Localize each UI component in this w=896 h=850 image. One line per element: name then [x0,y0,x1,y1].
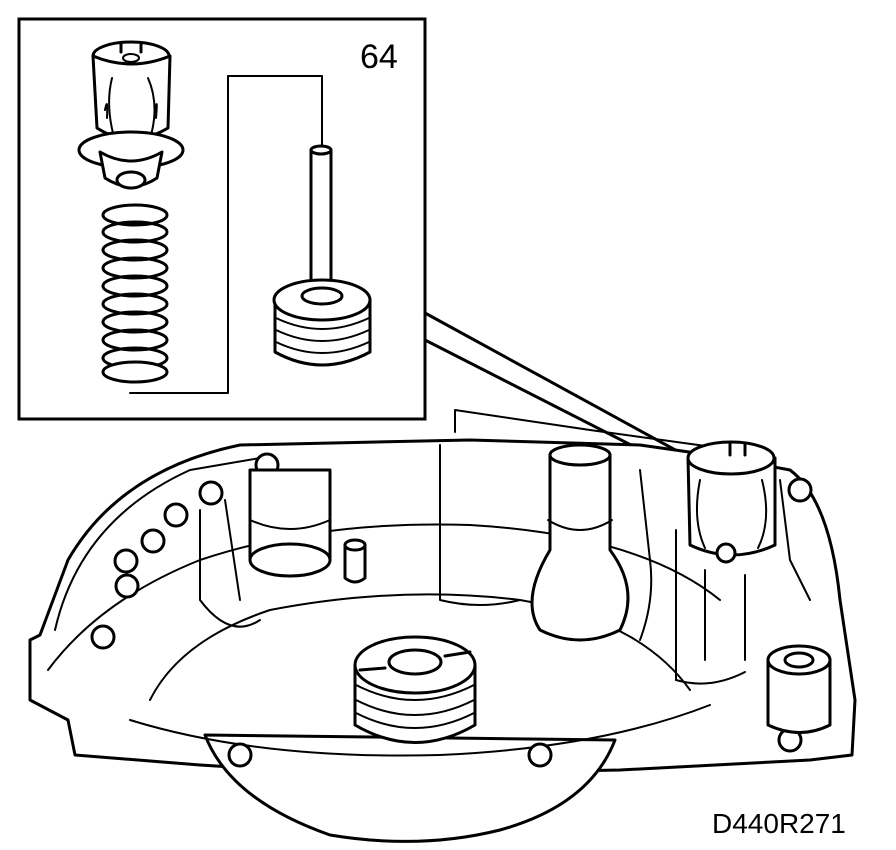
valve-sleeve [77,40,185,190]
transmission-housing [28,409,857,843]
servo-column-left [248,468,332,578]
locating-pin [343,538,367,584]
installed-valve-sleeve [675,440,777,685]
servo-column-center [530,443,630,642]
inset-detail [17,17,427,421]
right-boss [766,644,832,734]
coil-spring [101,203,169,384]
figure-code: D440R271 [712,808,846,839]
callout-number: 64 [360,38,398,76]
valve-piston [272,144,372,367]
center-hub [353,635,477,744]
